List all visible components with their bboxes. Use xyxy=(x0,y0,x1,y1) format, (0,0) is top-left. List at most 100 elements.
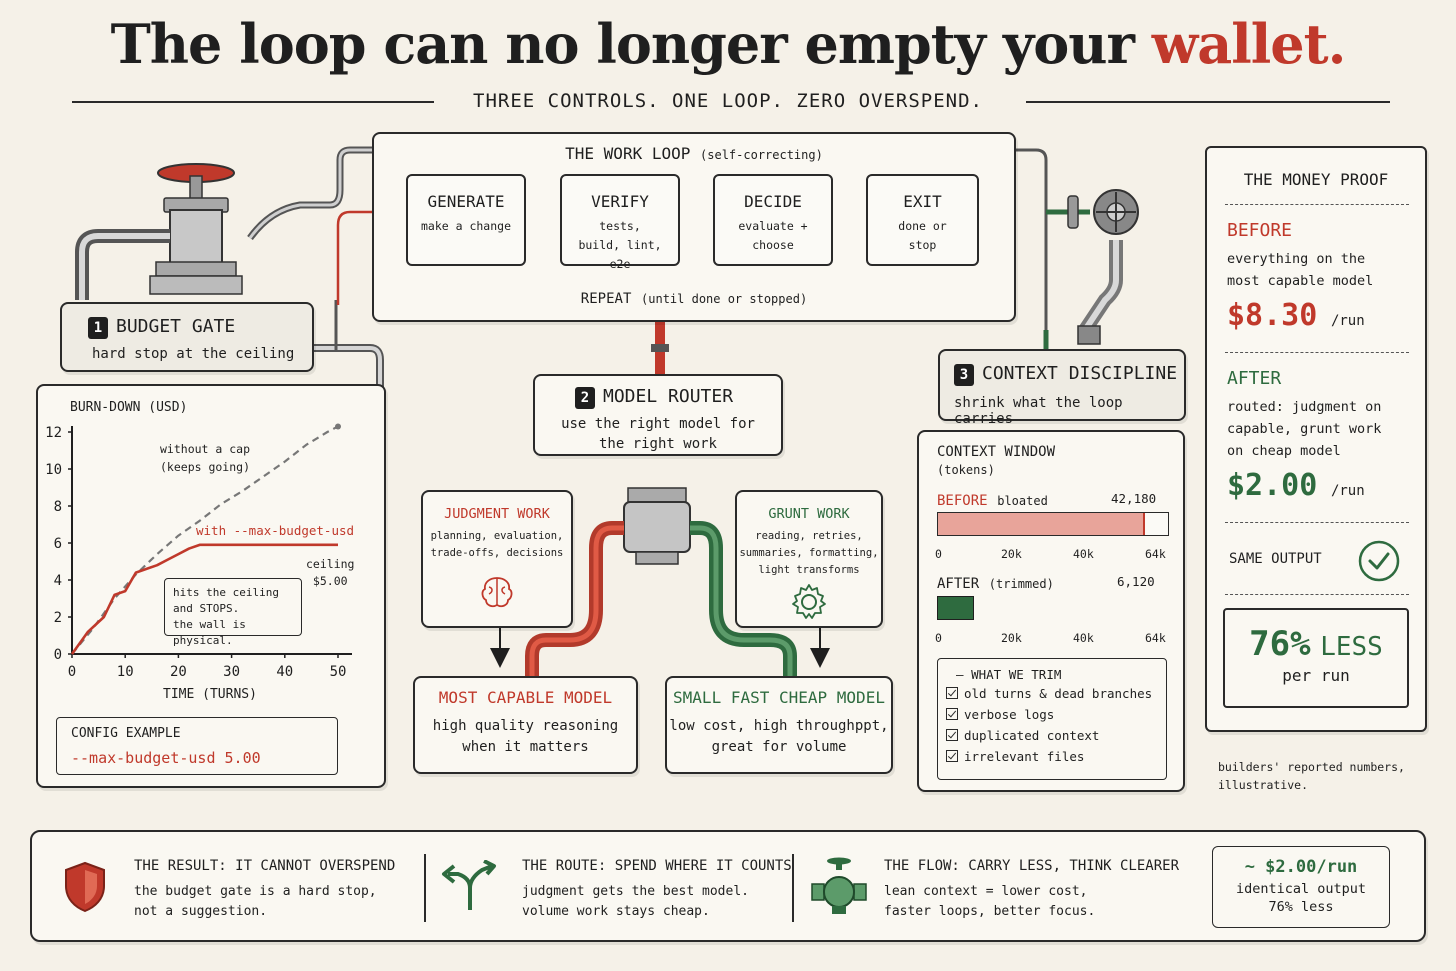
context-discipline-title: CONTEXT DISCIPLINE xyxy=(982,363,1178,384)
y-tick-label: 4 xyxy=(54,573,62,589)
trim-item: duplicated context xyxy=(946,728,1166,749)
config-box: CONFIG EXAMPLE --max-budget-usd 5.00 xyxy=(56,717,338,775)
trim-list-box: — WHAT WE TRIM old turns & dead branches… xyxy=(937,658,1167,780)
subtitle-rule-left xyxy=(72,101,434,103)
step-verify: VERIFY tests, build, lint, e2e xyxy=(560,174,680,271)
money-proof-panel: THE MONEY PROOF BEFORE everything on the… xyxy=(1205,146,1427,732)
same-output-label: SAME OUTPUT xyxy=(1229,551,1322,567)
context-discipline-sub: shrink what the loop carries xyxy=(954,395,1123,427)
burndown-note: hits the ceiling and STOPS. the wall is … xyxy=(164,578,302,647)
burndown-xlabel: TIME (TURNS) xyxy=(163,687,257,702)
after-note: (trimmed) xyxy=(988,577,1054,591)
before-label: BEFORE xyxy=(937,493,988,509)
after-bar-track xyxy=(937,596,1169,620)
badge-3: 3 xyxy=(954,364,974,386)
judgment-work-box: JUDGMENT WORK planning, evaluation, trad… xyxy=(421,490,573,628)
trim-item: verbose logs xyxy=(946,707,1166,728)
series-end-point xyxy=(335,423,341,430)
context-window-title: CONTEXT WINDOW xyxy=(937,444,1056,460)
before-note: bloated xyxy=(997,494,1048,508)
x-tick-label: 0 xyxy=(68,664,76,680)
config-value: --max-budget-usd 5.00 xyxy=(71,749,261,767)
y-tick-label: 10 xyxy=(45,462,62,478)
proof-before-label: BEFORE xyxy=(1227,220,1293,241)
proof-after-price: $2.00 xyxy=(1227,468,1318,503)
badge-1: 1 xyxy=(88,317,108,339)
proof-after-price-row: $2.00 /run xyxy=(1227,468,1365,503)
checkbox-icon xyxy=(946,750,958,762)
step-generate: GENERATE make a change xyxy=(406,174,526,266)
title-accent: wallet. xyxy=(1151,12,1347,76)
footer-result-title: THE RESULT: IT CANNOT OVERSPEND xyxy=(134,858,396,874)
brain-icon xyxy=(481,577,513,608)
cheap-model-box: SMALL FAST CHEAP MODEL low cost, high th… xyxy=(665,676,893,774)
budget-gate-panel: 1 BUDGET GATE hard stop at the ceiling xyxy=(60,302,314,372)
checkbox-icon xyxy=(946,687,958,699)
repeat-label: REPEAT (until done or stopped) xyxy=(580,291,808,307)
trim-item: old turns & dead branches xyxy=(946,686,1166,707)
footer-summary-price: ~ $2.00/run xyxy=(1244,857,1358,877)
footer-panel: THE RESULT: IT CANNOT OVERSPEND the budg… xyxy=(30,830,1426,942)
router-valve-icon xyxy=(525,487,797,676)
x-tick-label: 50 xyxy=(330,664,347,680)
pipe-valve-icon xyxy=(811,857,867,914)
subtitle: THREE CONTROLS. ONE LOOP. ZERO OVERSPEND… xyxy=(473,90,983,112)
capable-model-box: MOST CAPABLE MODEL high quality reasonin… xyxy=(413,676,638,774)
proof-before-price-row: $8.30 /run xyxy=(1227,298,1365,333)
proof-after-desc: routed: judgment on capable, grunt work … xyxy=(1227,399,1382,459)
y-tick-label: 6 xyxy=(54,536,62,552)
fork-arrow-icon xyxy=(442,860,496,910)
trim-title: — WHAT WE TRIM xyxy=(956,667,1062,682)
page-title: The loop can no longer empty your wallet… xyxy=(0,12,1456,76)
capable-title: MOST CAPABLE MODEL xyxy=(438,688,613,707)
y-tick-label: 12 xyxy=(45,425,62,441)
context-window-unit: (tokens) xyxy=(937,463,995,477)
context-window-panel: CONTEXT WINDOW (tokens) BEFORE bloated 4… xyxy=(917,430,1185,792)
annotation-ceiling: ceiling $5.00 xyxy=(306,557,355,588)
money-proof-footnote: builders' reported numbers, illustrative… xyxy=(1218,760,1405,792)
budget-gate-title: BUDGET GATE xyxy=(116,316,236,337)
checkbox-icon xyxy=(946,729,958,741)
before-value: 42,180 xyxy=(1111,491,1157,506)
budget-gate-sub: hard stop at the ceiling xyxy=(92,346,295,362)
x-tick-label: 40 xyxy=(276,664,293,680)
model-router-sub: use the right model for the right work xyxy=(561,416,755,452)
proof-after-label: AFTER xyxy=(1227,368,1282,389)
x-tick-label: 30 xyxy=(223,664,240,680)
gear-icon xyxy=(792,584,826,619)
judgment-title: JUDGMENT WORK xyxy=(444,506,550,522)
after-value: 6,120 xyxy=(1117,574,1155,589)
checkbox-icon xyxy=(946,708,958,720)
grunt-title: GRUNT WORK xyxy=(768,506,850,522)
money-proof-title: THE MONEY PROOF xyxy=(1243,170,1389,189)
footer-flow-title: THE FLOW: CARRY LESS, THINK CLEARER xyxy=(884,858,1180,874)
y-tick-label: 8 xyxy=(54,499,62,515)
after-bar-fill xyxy=(937,596,975,620)
cheap-title: SMALL FAST CHEAP MODEL xyxy=(673,688,885,707)
subtitle-rule-right xyxy=(1026,101,1390,103)
trim-item: irrelevant files xyxy=(946,749,1166,770)
after-label: AFTER xyxy=(937,576,980,592)
footer-route-title: THE ROUTE: SPEND WHERE IT COUNTS xyxy=(522,858,792,874)
savings-word: LESS xyxy=(1320,632,1383,662)
savings-percent: 76% xyxy=(1249,624,1311,664)
budget-valve-icon xyxy=(75,163,243,300)
step-decide: DECIDE evaluate + choose xyxy=(713,174,833,266)
before-bar-fill xyxy=(938,513,1145,535)
before-bar-track xyxy=(937,512,1169,536)
config-label: CONFIG EXAMPLE xyxy=(71,726,181,741)
burndown-title: BURN-DOWN (USD) xyxy=(70,400,188,415)
grunt-work-box: GRUNT WORK reading, retries, summaries, … xyxy=(735,490,883,628)
badge-2: 2 xyxy=(575,387,595,409)
shield-icon xyxy=(65,861,105,913)
pipe-gate-to-loop xyxy=(247,146,372,241)
annotation-nocap: without a cap (keeps going) xyxy=(160,442,251,474)
footer-summary-box: ~ $2.00/run identical output 76% less xyxy=(1212,846,1390,928)
step-exit: EXIT done or stop xyxy=(866,174,979,266)
proof-before-price: $8.30 xyxy=(1227,298,1318,333)
y-tick-label: 2 xyxy=(54,610,62,626)
checkmark-circle-icon xyxy=(1358,540,1400,582)
y-tick-label: 0 xyxy=(54,647,62,663)
